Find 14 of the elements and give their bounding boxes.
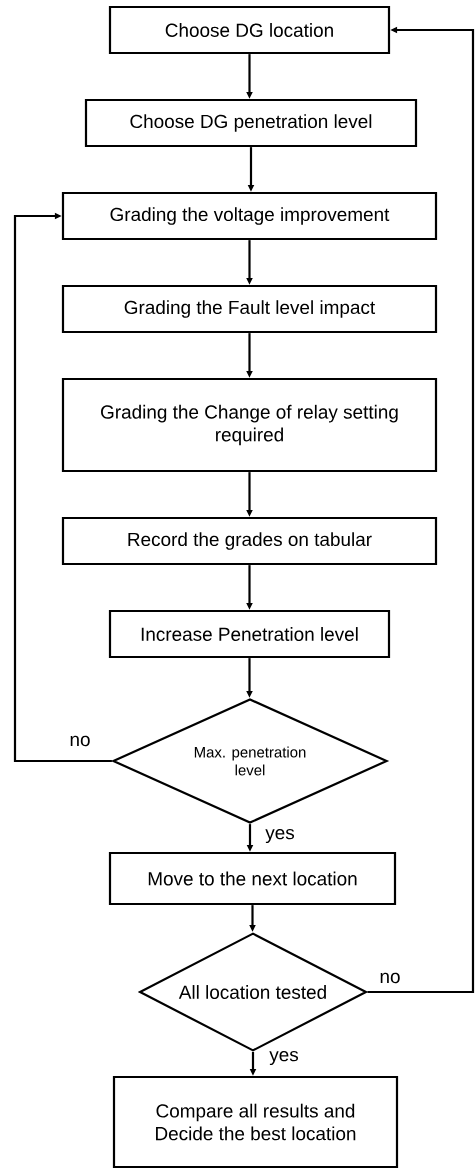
process-box: Grading the Change of relay setting required bbox=[61, 377, 438, 473]
process-box: Choose DG penetration level bbox=[84, 98, 418, 148]
process-box: Increase Penetration level bbox=[108, 609, 391, 659]
arrow bbox=[13, 212, 112, 763]
edge-label: no bbox=[70, 735, 90, 747]
process-box: Grading the Fault level impact bbox=[61, 284, 438, 334]
process-box: Move to the next location bbox=[108, 851, 397, 906]
edge-label: yes bbox=[269, 1050, 299, 1066]
process-box: Choose DG location bbox=[108, 5, 391, 55]
process-box: Compare all results and Decide the best location bbox=[112, 1075, 399, 1169]
process-box: Grading the voltage improvement bbox=[61, 191, 438, 241]
edge-label: yes bbox=[265, 828, 295, 844]
process-box: Record the grades on tabular bbox=[61, 516, 438, 566]
edge-label: no bbox=[380, 972, 400, 984]
